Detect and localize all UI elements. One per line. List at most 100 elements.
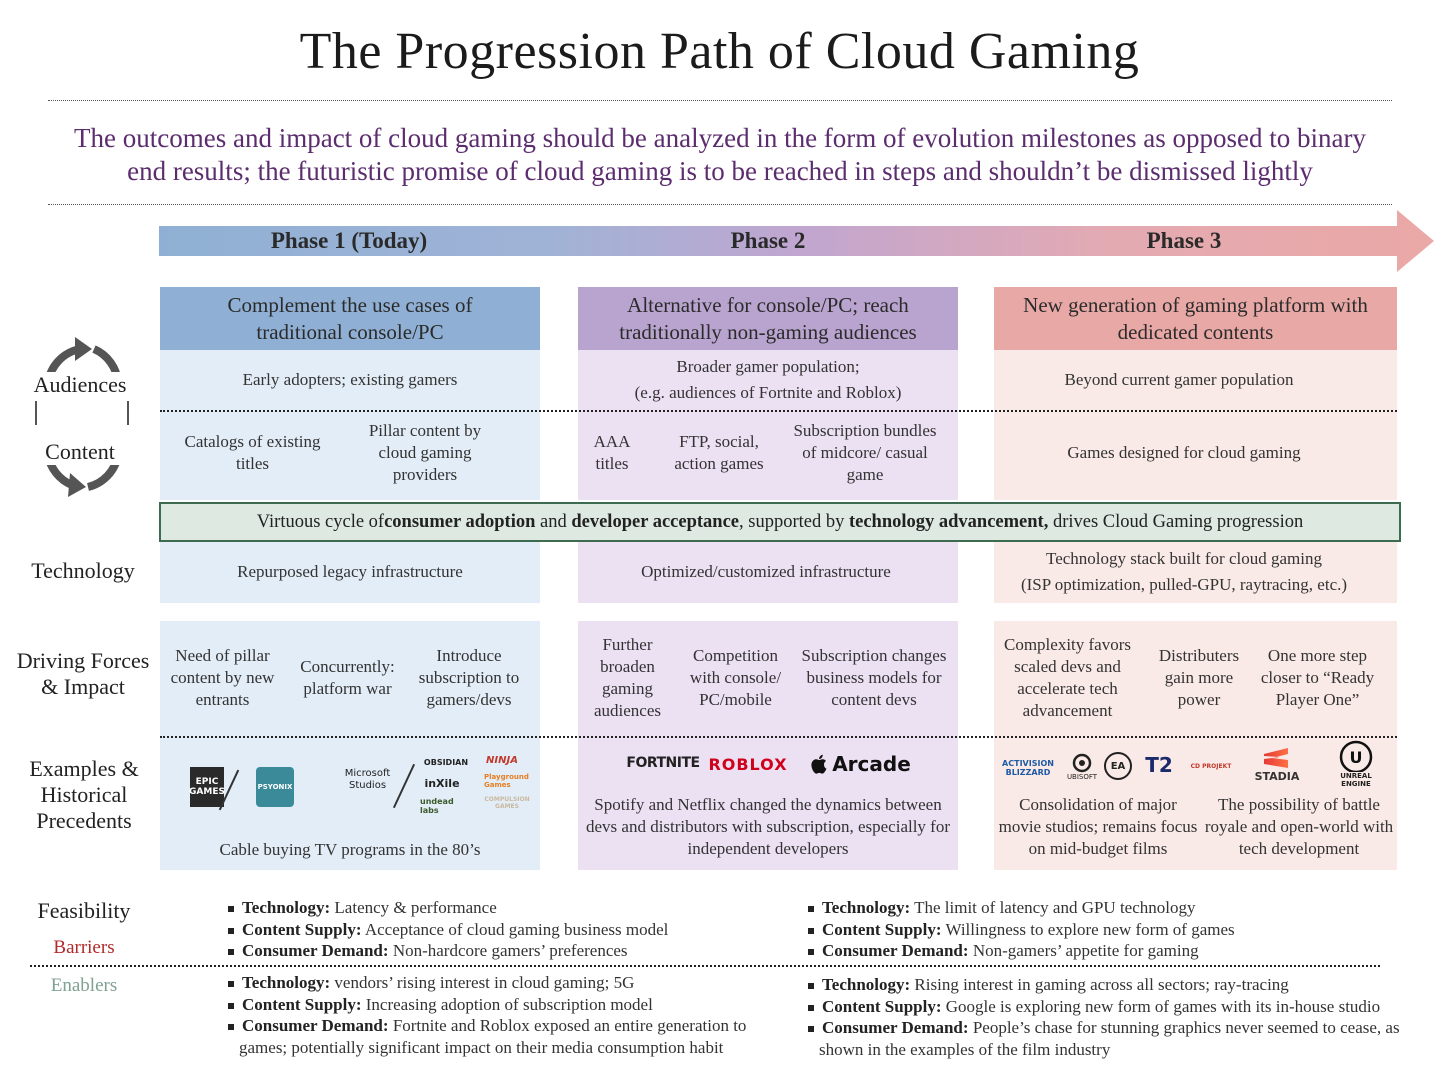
item-value: vendors’ rising interest in cloud gaming…: [330, 973, 635, 992]
barriers-list-right: Technology: The limit of latency and GPU…: [808, 897, 1418, 962]
ubisoft-icon: [1072, 753, 1092, 773]
audiences-phase-1: Early adopters; existing gamers: [242, 370, 458, 389]
phase-arrow: [159, 210, 1434, 272]
banner-bold-text: technology advancement,: [848, 511, 1049, 532]
cycle-arrows-icon: [35, 337, 129, 497]
driving-phase-3-complexity: Complexity favors scaled devs and accele…: [1003, 634, 1131, 720]
enablers-list-right: Technology: Rising interest in gaming ac…: [808, 974, 1420, 1060]
item-value: The limit of latency and GPU technology: [910, 898, 1196, 917]
phase-3-forces-panel: [994, 621, 1397, 870]
psyonix-logo: PSYONIX: [256, 767, 294, 807]
item-value: Willingness to explore new form of games: [941, 919, 1235, 939]
logo-text: Arcade: [832, 752, 911, 776]
row-label-examples: Examples & Historical Precedents: [14, 756, 154, 834]
row-label-enablers: Enablers: [50, 975, 118, 996]
examples-phase-2-text: Spotify and Netflix changed the dynamics…: [585, 795, 951, 858]
roblox-logo: ROBLOX: [706, 752, 790, 776]
logo-text: UBISOFT: [1066, 773, 1098, 781]
banner-text: Virtuous cycle of: [256, 511, 385, 532]
divider: [160, 410, 1397, 412]
microsoft-studios-logo: Microsoft Studios: [340, 766, 395, 794]
list-item: Content Supply: Willingness to explore n…: [808, 919, 1418, 941]
banner-text: , supported by: [739, 511, 849, 532]
label-line: & Impact: [41, 674, 125, 699]
item-value: People’s chase for stunning graphics nev…: [819, 1018, 1400, 1059]
ninja-theory-logo: NINJA: [484, 752, 520, 768]
driving-phase-2-audiences: Further broaden gaming audiences: [593, 634, 662, 720]
label-line: Driving Forces: [16, 648, 150, 673]
logo-text: Playground Games: [484, 773, 529, 789]
content-phase-2-aaa: AAA titles: [593, 431, 631, 473]
undead-labs-logo: undead labs: [420, 797, 464, 815]
row-label-audiences: Audiences: [20, 372, 140, 398]
compulsion-games-logo: COMPULSION GAMES: [482, 794, 532, 812]
take-two-logo: T2: [1142, 750, 1176, 780]
phase-2-forces-panel: [578, 621, 958, 870]
bullet-icon: [808, 927, 814, 934]
item-key: Consumer Demand:: [822, 941, 969, 960]
logo-text: CD PROJEKT: [1190, 762, 1232, 770]
item-key: Technology:: [822, 898, 911, 917]
driving-phase-1-need: Need of pillar content by new entrants: [170, 645, 275, 709]
virtuous-cycle-banner: Virtuous cycle of consumer adoption and …: [159, 502, 1401, 542]
bullet-icon: [228, 949, 234, 956]
banner-bold-text: consumer adoption: [384, 511, 536, 532]
bullet-icon: [228, 1024, 234, 1031]
list-item: Content Supply: Google is exploring new …: [808, 996, 1420, 1018]
list-item: Consumer Demand: Non-hardcore gamers’ pr…: [228, 940, 788, 962]
item-key: Content Supply:: [822, 919, 942, 939]
row-label-content: Content: [20, 439, 140, 465]
header-line: Complement the use cases of: [227, 292, 473, 317]
header-line: traditionally non-gaming audiences: [619, 319, 917, 344]
content-phase-2-ftp: FTP, social, action games: [674, 431, 764, 473]
logo-text: ACTIVISION BLIZZARD: [1002, 759, 1054, 777]
logo-text: ROBLOX: [708, 754, 788, 774]
divider: [48, 100, 1392, 101]
fortnite-logo: FORTNITE: [626, 745, 700, 781]
item-value: Google is exploring new form of games wi…: [941, 996, 1381, 1016]
text-line: (e.g. audiences of Fortnite and Roblox): [634, 383, 902, 402]
driving-phase-2-business-models: Subscription changes business models for…: [801, 645, 947, 709]
item-value: Non-hardcore gamers’ preferences: [388, 941, 628, 960]
logo-text: PSYONIX: [257, 783, 293, 791]
list-item: Consumer Demand: Fortnite and Roblox exp…: [228, 1015, 793, 1058]
driving-phase-3-distributers: Distributers gain more power: [1158, 645, 1240, 709]
banner-text: drives Cloud Gaming progression: [1048, 511, 1304, 532]
ubisoft-logo: UBISOFT: [1064, 750, 1100, 784]
item-key: Content Supply:: [242, 919, 362, 939]
item-key: Content Supply:: [822, 996, 942, 1016]
label-line: Precedents: [36, 808, 132, 833]
text-line: Broader gamer population;: [676, 357, 860, 376]
bullet-icon: [808, 949, 814, 956]
driving-phase-3-ready-player-one: One more step closer to “Ready Player On…: [1260, 645, 1375, 709]
item-key: Consumer Demand:: [822, 1018, 969, 1037]
bullet-icon: [808, 1026, 814, 1033]
content-phase-1-pillar: Pillar content by cloud gaming providers: [368, 420, 482, 484]
cd-projekt-logo: CD PROJEKT: [1188, 756, 1234, 776]
item-value: Increasing adoption of subscription mode…: [361, 994, 653, 1014]
phase-3-label: Phase 3: [1146, 228, 1222, 253]
unreal-engine-logo: U UNREAL ENGINE: [1328, 740, 1384, 788]
stadia-icon: [1264, 747, 1288, 768]
item-key: Consumer Demand:: [242, 1016, 389, 1035]
logo-text: FORTNITE: [626, 755, 700, 771]
bullet-icon: [808, 906, 814, 913]
item-key: Technology:: [822, 975, 911, 994]
list-item: Technology: Latency & performance: [228, 897, 788, 919]
item-key: Technology:: [242, 973, 331, 992]
technology-phase-3: Technology stack built for cloud gaming …: [994, 540, 1374, 603]
enablers-list-left: Technology: vendors’ rising interest in …: [228, 972, 793, 1058]
phase-1-forces-panel: [160, 621, 540, 870]
driving-phase-1-platform-war: Concurrently: platform war: [300, 656, 395, 698]
item-value: Non-gamers’ appetite for gaming: [968, 941, 1199, 960]
activision-blizzard-logo: ACTIVISION BLIZZARD: [1000, 754, 1056, 782]
row-label-driving-forces: Driving Forces & Impact: [8, 648, 158, 700]
banner-text: and: [535, 511, 572, 532]
inxile-logo: inXile: [418, 776, 466, 790]
bullet-icon: [228, 1002, 234, 1009]
list-item: Technology: Rising interest in gaming ac…: [808, 974, 1420, 996]
apple-arcade-logo: Arcade: [806, 750, 916, 778]
